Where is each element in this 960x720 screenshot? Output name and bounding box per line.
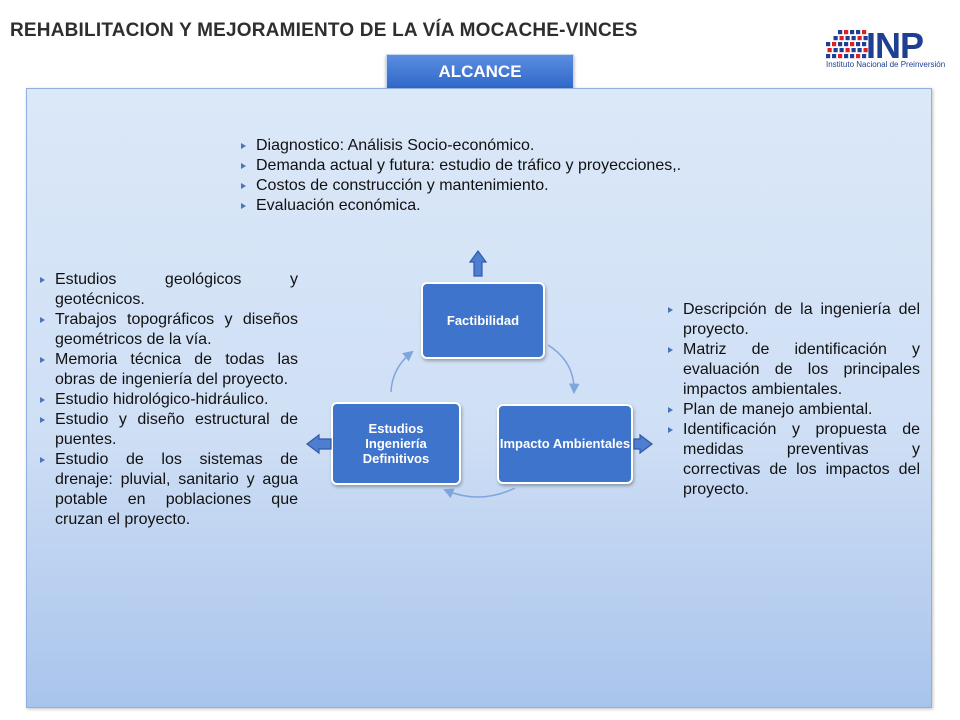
- logo-square: [827, 48, 832, 53]
- list-item: Descripción de la ingeniería del proyect…: [666, 300, 920, 340]
- logo-square: [851, 36, 856, 41]
- logo-square: [826, 54, 831, 59]
- estudios-list: Estudios geológicos y geotécnicos.Trabaj…: [38, 270, 298, 530]
- logo-square: [862, 42, 867, 47]
- list-item: Trabajos topográficos y diseños geométri…: [38, 310, 298, 350]
- logo-square: [832, 54, 837, 59]
- logo-square: [856, 42, 861, 47]
- node-factibilidad: Factibilidad: [421, 282, 545, 359]
- logo-square: [839, 48, 844, 53]
- node-estudios-label: Estudios Ingeniería Definitivos: [362, 421, 430, 466]
- impacto-list: Descripción de la ingeniería del proyect…: [666, 300, 920, 500]
- logo-square: [826, 42, 831, 47]
- logo-acronym: INP: [866, 25, 924, 66]
- logo-square: [833, 36, 838, 41]
- logo-square: [838, 30, 843, 35]
- factibilidad-list: Diagnostico: Análisis Socio-económico.De…: [239, 136, 739, 216]
- list-item: Matriz de identificación y evaluación de…: [666, 340, 920, 400]
- list-item: Plan de manejo ambiental.: [666, 400, 920, 420]
- logo-square: [862, 30, 867, 35]
- node-impacto-label: Impacto Ambientales: [499, 436, 631, 451]
- logo-square: [850, 42, 855, 47]
- logo-square: [844, 30, 849, 35]
- list-item: Memoria técnica de todas las obras de in…: [38, 350, 298, 390]
- logo-square: [833, 48, 838, 53]
- node-estudios-ingenieria: Estudios Ingeniería Definitivos: [331, 402, 461, 485]
- logo-square: [844, 54, 849, 59]
- logo-square: [851, 48, 856, 53]
- logo-square: [850, 30, 855, 35]
- logo-square: [838, 42, 843, 47]
- logo-square: [856, 54, 861, 59]
- section-label-alcance: ALCANCE: [386, 54, 574, 90]
- logo-square: [857, 36, 862, 41]
- content-panel: [26, 88, 932, 708]
- list-item: Estudios geológicos y geotécnicos.: [38, 270, 298, 310]
- list-item: Estudio de los sistemas de drenaje: pluv…: [38, 450, 298, 530]
- logo-square: [850, 54, 855, 59]
- logo-square: [857, 48, 862, 53]
- logo-square: [844, 42, 849, 47]
- node-factibilidad-label: Factibilidad: [446, 312, 520, 328]
- list-item: Demanda actual y futura: estudio de tráf…: [239, 156, 739, 176]
- logo-square: [845, 48, 850, 53]
- logo-square: [863, 48, 868, 53]
- node-impacto-ambientales: Impacto Ambientales: [497, 404, 633, 484]
- logo-square: [832, 42, 837, 47]
- list-item: Diagnostico: Análisis Socio-económico.: [239, 136, 739, 156]
- list-item: Costos de construcción y mantenimiento.: [239, 176, 739, 196]
- logo-square: [863, 36, 868, 41]
- list-item: Estudio hidrológico-hidráulico.: [38, 390, 298, 410]
- inp-logo: INP Instituto Nacional de Preinversión: [826, 26, 946, 76]
- list-item: Identificación y propuesta de medidas pr…: [666, 420, 920, 500]
- slide-title: REHABILITACION Y MEJORAMIENTO DE LA VÍA …: [10, 20, 638, 41]
- logo-square: [839, 36, 844, 41]
- logo-square: [862, 54, 867, 59]
- list-item: Estudio y diseño estructural de puentes.: [38, 410, 298, 450]
- logo-square: [838, 54, 843, 59]
- logo-square: [845, 36, 850, 41]
- logo-grid-icon: [826, 30, 868, 59]
- logo-subtitle: Instituto Nacional de Preinversión: [826, 60, 946, 69]
- list-item: Evaluación económica.: [239, 196, 739, 216]
- logo-square: [856, 30, 861, 35]
